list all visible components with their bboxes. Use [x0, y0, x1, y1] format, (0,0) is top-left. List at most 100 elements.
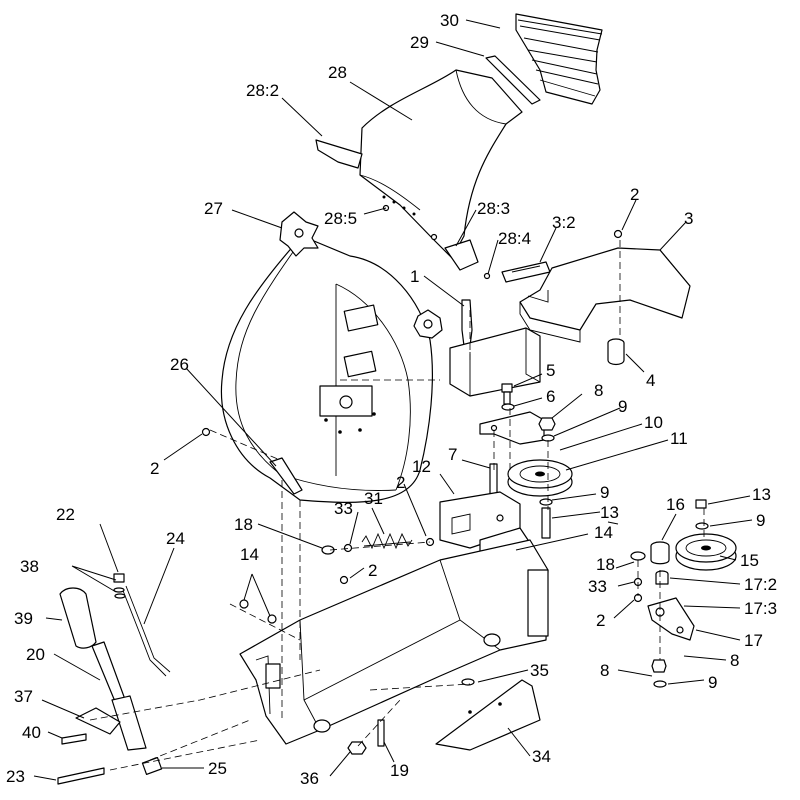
callout-labels: 30 29 28 28:2 27 28:5 28:3 28:4 3:2 2 3 …	[6, 11, 777, 788]
rod-part-26	[269, 457, 303, 495]
assembly-lines	[89, 240, 705, 771]
callout-label: 7	[448, 445, 457, 464]
callout-label: 18	[596, 555, 615, 574]
callout-label: 10	[644, 413, 663, 432]
bellows-part-30	[515, 13, 603, 105]
bolts-part-28-5	[382, 204, 491, 280]
bracket-plate-part-10	[479, 411, 545, 445]
callout-label: 13	[752, 485, 771, 504]
callout-label: 36	[300, 769, 319, 788]
idler-arm-part-17	[647, 597, 695, 641]
callout-label: 2	[630, 185, 639, 204]
callout-label: 39	[14, 609, 33, 628]
bracket-part-37	[75, 707, 121, 735]
callout-label: 2	[368, 561, 377, 580]
callout-label: 8	[594, 381, 603, 400]
bumper-part-4	[607, 338, 625, 366]
callout-label: 33	[334, 499, 353, 518]
callout-label: 20	[26, 645, 45, 664]
washer-part-9-right	[695, 522, 709, 530]
discharge-chute-part-28	[359, 69, 523, 259]
callout-label: 31	[364, 489, 383, 508]
callout-label: 17	[744, 631, 763, 650]
latch-part-1	[461, 299, 473, 347]
nut-part-2-left	[201, 427, 211, 437]
callout-label: 38	[20, 557, 39, 576]
callout-label: 40	[22, 723, 41, 742]
callout-label: 9	[708, 673, 717, 692]
callout-label: 2	[150, 459, 159, 478]
callout-label: 9	[756, 511, 765, 530]
skid-plate-part-34	[435, 679, 541, 751]
callout-label: 16	[666, 495, 685, 514]
main-frame	[239, 539, 549, 745]
nut-part-36	[347, 741, 367, 755]
bracket-part-28-2	[315, 139, 363, 169]
washer-part-9-bottom	[653, 680, 667, 688]
washer-part-9-mid	[539, 498, 553, 506]
callout-label: 12	[412, 457, 431, 476]
callout-label: 5	[546, 361, 555, 380]
nut-part-14-a	[239, 599, 249, 609]
nut-part-33-left	[343, 543, 353, 553]
callout-label: 14	[594, 523, 613, 542]
spacer-part-16	[650, 541, 670, 565]
callout-label: 18	[234, 515, 253, 534]
nut-part-14-b	[267, 614, 277, 624]
bolt-part-13-right	[695, 499, 707, 509]
star-knob-part-27	[279, 211, 319, 257]
callout-label: 28:3	[477, 199, 510, 218]
callout-label: 15	[740, 551, 759, 570]
lever-part-20	[91, 641, 147, 751]
callout-label: 6	[546, 387, 555, 406]
callout-label: 17:3	[744, 599, 777, 618]
bolt-part-13-mid	[541, 507, 551, 539]
strip-part-29	[485, 55, 541, 105]
callout-label: 8	[600, 661, 609, 680]
callout-label: 24	[166, 529, 185, 548]
callout-label: 35	[530, 661, 549, 680]
callout-label: 26	[170, 355, 189, 374]
leader-lines	[33, 19, 753, 781]
callout-label: 28:2	[246, 81, 279, 100]
callout-label: 37	[14, 687, 33, 706]
nut-part-2-top	[613, 229, 623, 239]
callout-label: 22	[56, 505, 75, 524]
callout-label: 28	[328, 63, 347, 82]
washer-part-18-right	[630, 551, 646, 561]
nut-part-8-top	[538, 417, 556, 431]
bolt-part-19	[377, 719, 385, 747]
nut-part-8-bottom	[651, 659, 667, 673]
pulley-part-11	[507, 459, 573, 497]
bolt-part-5	[501, 383, 513, 405]
decal-part-3-2	[501, 261, 551, 283]
callout-label: 3	[684, 209, 693, 228]
bolt-part-35	[461, 678, 475, 686]
nut-part-22	[113, 573, 125, 583]
rod-part-24	[121, 585, 171, 677]
bushing-part-17-2	[655, 570, 669, 585]
bracket-part-28-3	[444, 239, 479, 271]
callout-label: 8	[730, 651, 739, 670]
callout-label: 19	[390, 761, 409, 780]
callout-label: 34	[532, 747, 551, 766]
callout-label: 2	[596, 611, 605, 630]
washer-part-6	[501, 403, 515, 411]
callout-label: 30	[440, 11, 459, 30]
callout-label: 17:2	[744, 575, 777, 594]
nut-part-2-frame	[339, 575, 349, 585]
grip-part-39	[59, 587, 97, 649]
star-knob-right	[413, 309, 443, 339]
callout-label: 1	[410, 267, 419, 286]
washers-part-38	[113, 587, 126, 599]
callout-label: 11	[670, 429, 688, 448]
callout-label: 9	[600, 483, 609, 502]
callout-label: 28:5	[324, 209, 357, 228]
callout-label: 3:2	[552, 213, 576, 232]
pulley-part-15	[675, 533, 737, 571]
callout-label: 29	[410, 33, 429, 52]
callout-label: 4	[646, 371, 655, 390]
spring-part-31	[361, 532, 413, 550]
bolt-part-23	[57, 767, 105, 785]
